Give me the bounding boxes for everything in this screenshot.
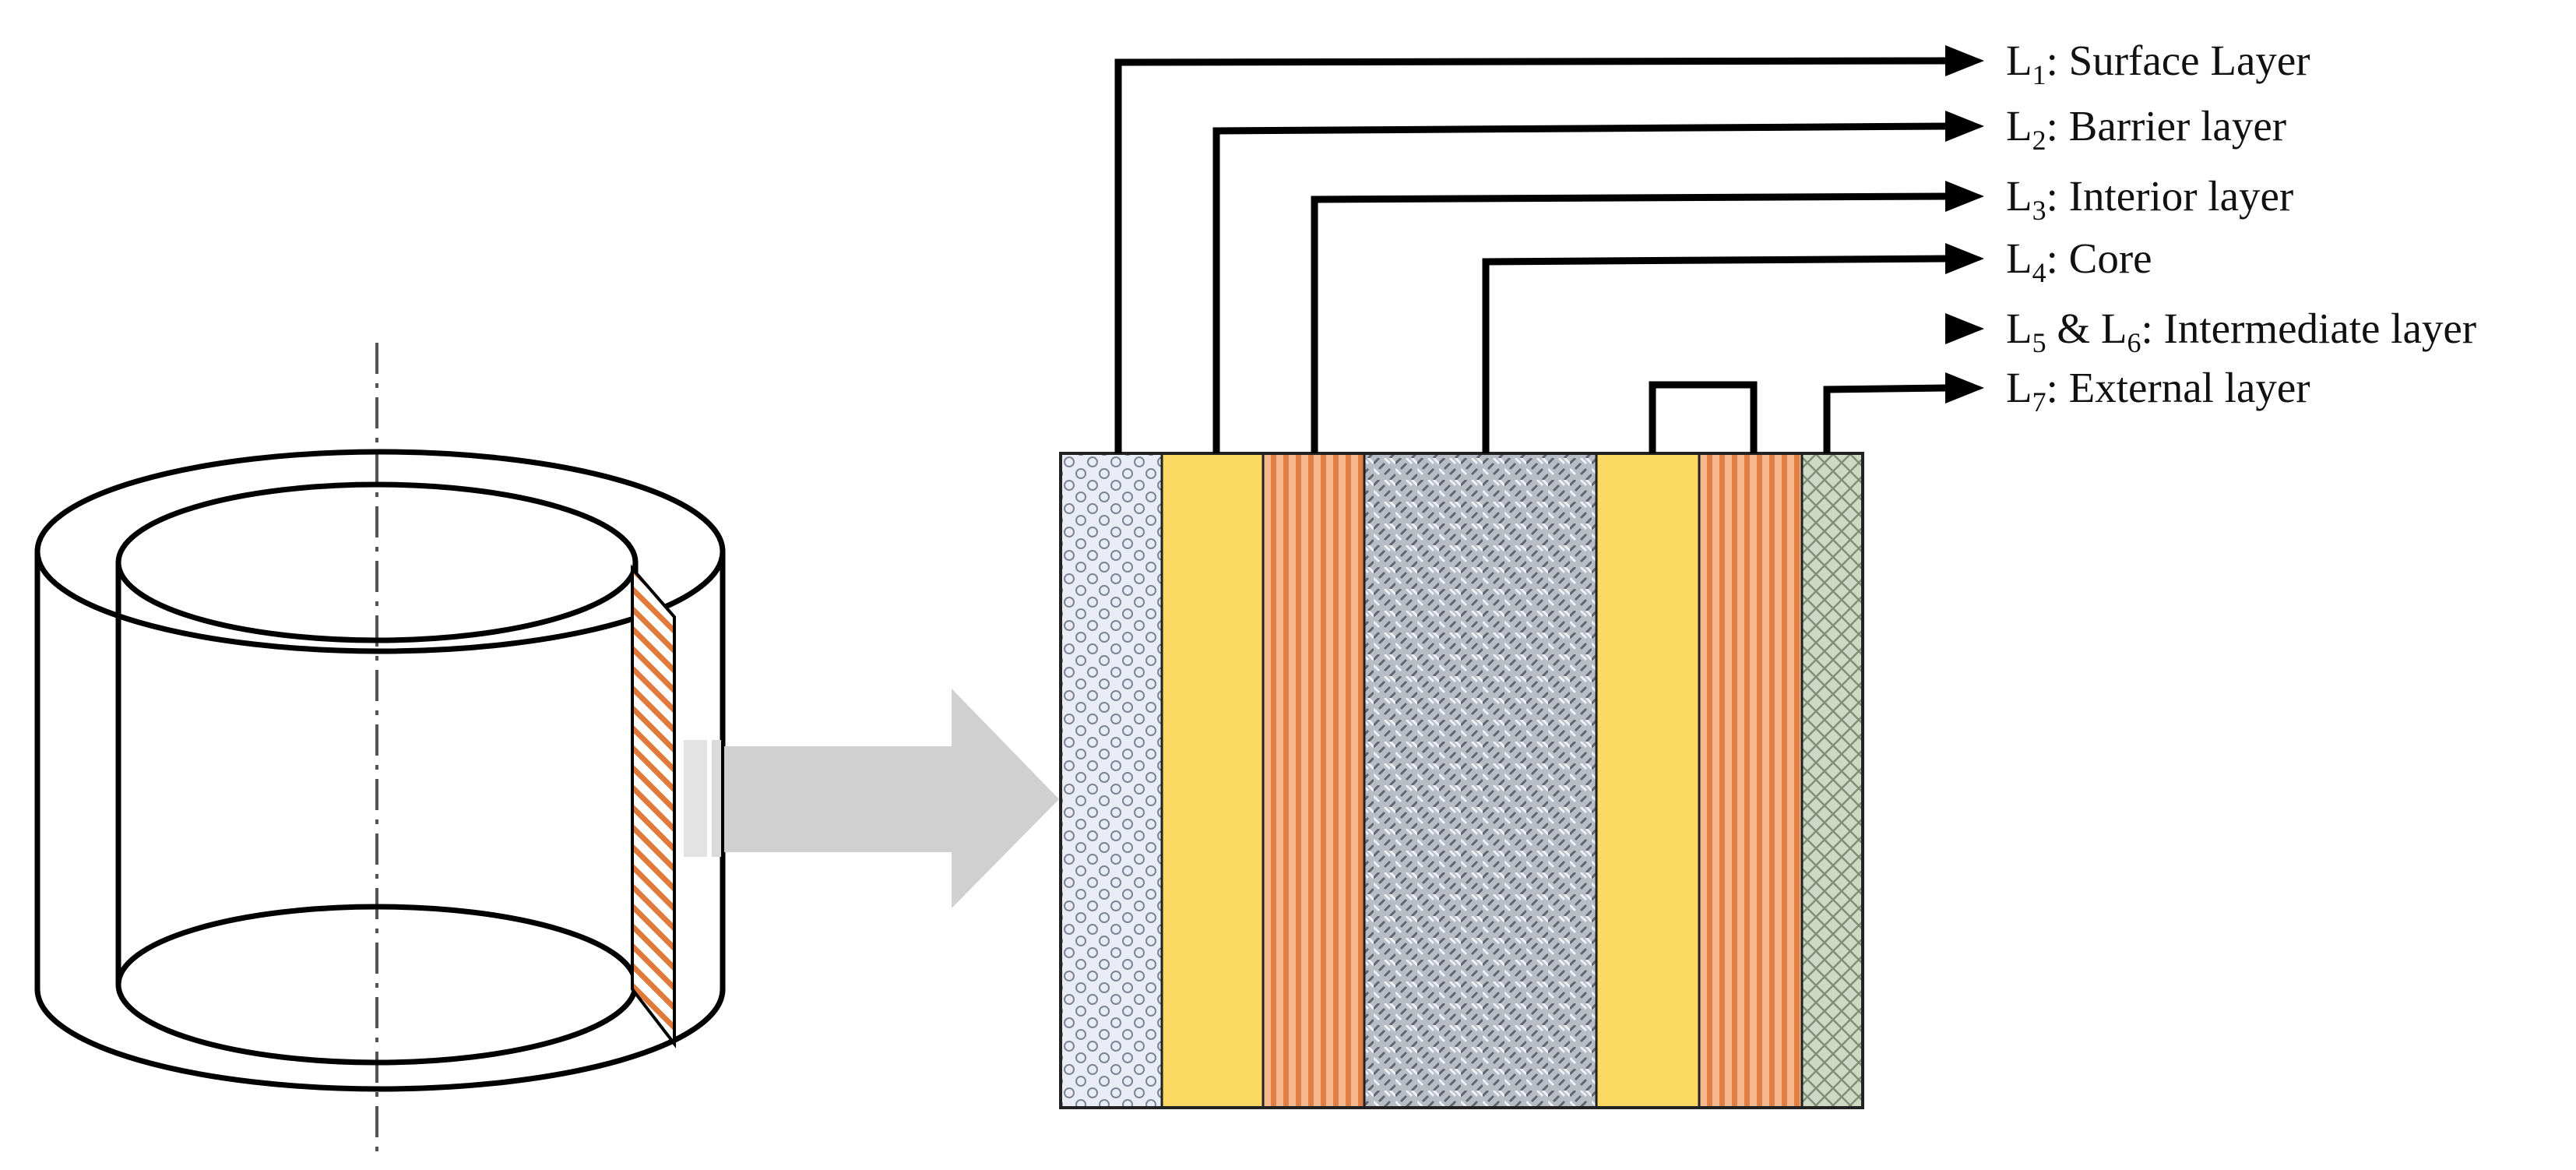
label-subscript: 5	[2032, 327, 2046, 358]
label-subscript: 1	[2032, 59, 2046, 90]
label-subscript: 7	[2032, 386, 2046, 418]
leader-line-L3	[1311, 192, 1948, 453]
label-subscript: 2	[2032, 125, 2046, 156]
label-subscript: 6	[2127, 327, 2141, 358]
label-L2: L2: Barrier layer	[2006, 102, 2286, 156]
label-text-part: : Intermediate layer	[2141, 305, 2477, 352]
leader-line-L7	[1823, 384, 1948, 453]
transition-arrow	[684, 689, 1059, 908]
label-L5-L6: L5 & L6: Intermediate layer	[2006, 305, 2476, 358]
label-L1: L1: Surface Layer	[2006, 37, 2310, 90]
label-subscript: 3	[2032, 195, 2046, 226]
label-text-part: : Core	[2046, 234, 2152, 282]
label-text-part: : Interior layer	[2046, 172, 2294, 220]
leader-line-L1	[1114, 57, 1948, 453]
layer-surface	[1059, 452, 1163, 1109]
label-text-part: : Surface Layer	[2046, 37, 2310, 84]
arrowhead-L3	[1945, 181, 1984, 212]
layer-core	[1363, 452, 1598, 1109]
arrowhead-L2	[1945, 111, 1984, 142]
layer-labels: L1: Surface Layer L2: Barrier layer L3: …	[2006, 37, 2476, 418]
layer-barrier	[1160, 452, 1265, 1109]
label-text-part: L	[2006, 102, 2032, 150]
arrowhead-L4	[1945, 243, 1984, 274]
leader-lines	[1114, 57, 1948, 453]
label-text-part: : Barrier layer	[2046, 102, 2286, 150]
label-text-part: L	[2006, 172, 2032, 220]
outer-cylinder-sides	[34, 553, 726, 989]
layer-external	[1800, 452, 1864, 1109]
arrowhead-L5-L6	[1945, 313, 1984, 344]
leader-line-L4	[1482, 255, 1948, 453]
layer-stack-border	[1059, 452, 1864, 1109]
label-L7: L7: External layer	[2006, 364, 2310, 418]
label-subscript: 4	[2032, 257, 2046, 288]
label-L4: L4: Core	[2006, 234, 2152, 288]
label-text-part: L	[2006, 234, 2032, 282]
cylinder-illustration	[34, 343, 726, 1153]
layer-interior	[1262, 452, 1366, 1109]
arrowhead-L1	[1945, 45, 1984, 76]
label-text-part: L	[2006, 37, 2032, 84]
layer-intermediate-stripe	[1698, 452, 1804, 1109]
label-L3: L3: Interior layer	[2006, 172, 2293, 226]
arrowhead-L7	[1945, 372, 1984, 404]
layer-intermediate-yellow	[1595, 452, 1701, 1109]
outer-cylinder-bottom	[34, 989, 726, 1092]
leader-line-L5-L6	[1649, 381, 1758, 453]
outer-cylinder-top	[34, 449, 726, 654]
hatched-cross-section	[631, 564, 676, 1048]
label-text-part: : External layer	[2046, 364, 2310, 411]
label-text-part: L	[2006, 305, 2032, 352]
arrowheads	[1945, 45, 1984, 404]
leader-line-L2	[1212, 122, 1948, 453]
label-text-part: & L	[2046, 305, 2127, 352]
layer-stack	[1059, 452, 1864, 1109]
label-text-part: L	[2006, 364, 2032, 411]
